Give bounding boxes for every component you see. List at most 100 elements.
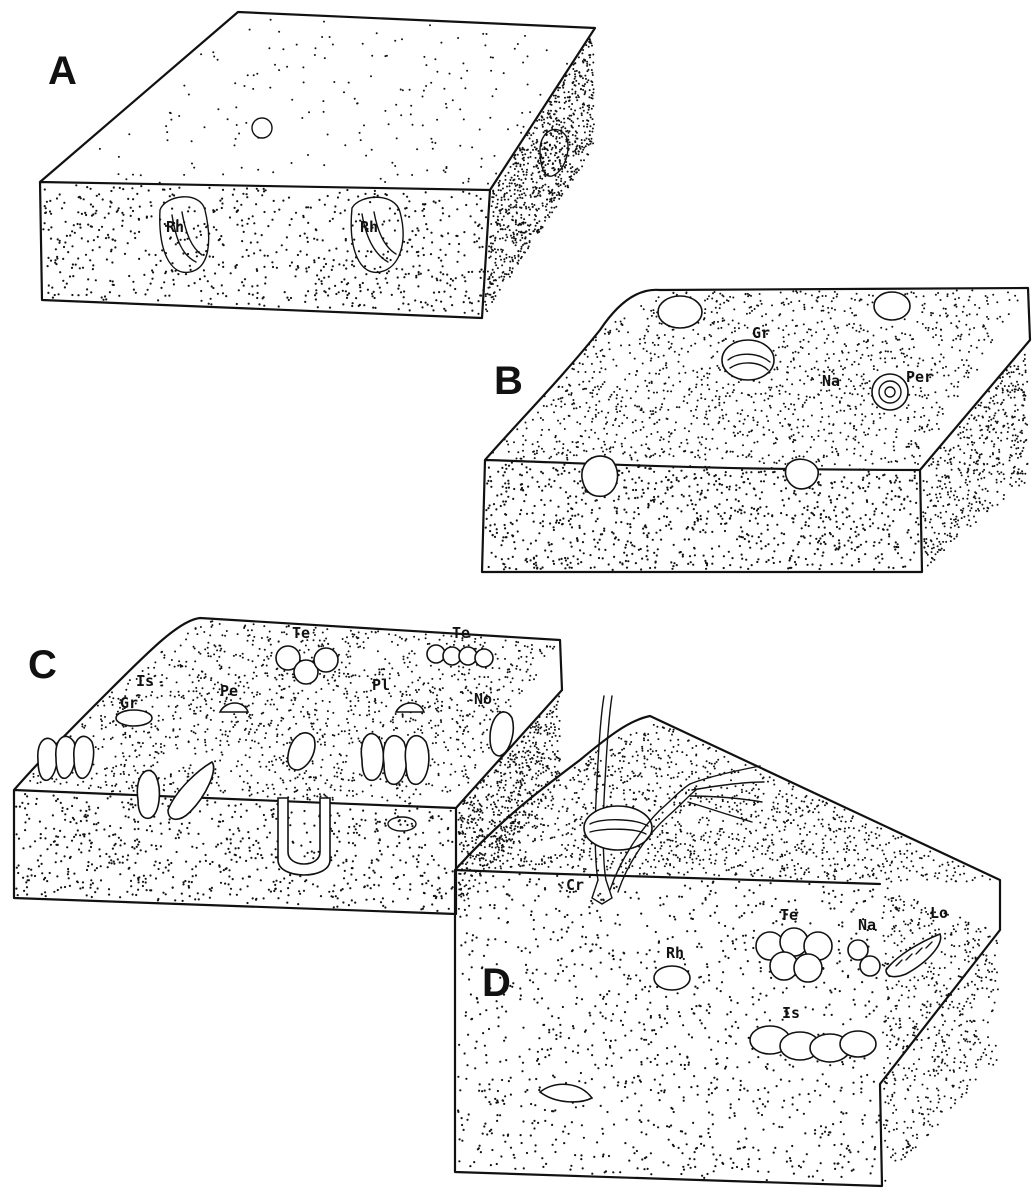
stipple-dot [242, 193, 244, 195]
stipple-dot [828, 495, 830, 497]
stipple-dot [549, 144, 551, 146]
stipple-dot [236, 303, 238, 305]
stipple-dot [932, 336, 934, 338]
stipple-dot [968, 351, 970, 353]
stipple-dot [943, 375, 945, 377]
stipple-dot [401, 38, 403, 40]
stipple-dot [700, 477, 702, 479]
stipple-dot [803, 507, 805, 509]
stipple-dot [868, 393, 870, 395]
stipple-dot [947, 462, 949, 464]
stipple-dot [794, 409, 796, 411]
stipple-dot [352, 790, 354, 792]
stipple-dot [973, 516, 975, 518]
stipple-dot [133, 289, 135, 291]
stipple-dot [307, 154, 309, 156]
stipple-dot [477, 225, 479, 227]
stipple-dot [653, 392, 655, 394]
stipple-dot [947, 534, 949, 536]
stipple-dot [105, 781, 107, 783]
stipple-dot [771, 395, 773, 397]
stipple-dot [597, 385, 599, 387]
stipple-dot [426, 228, 428, 230]
stipple-dot [334, 205, 336, 207]
stipple-dot [588, 96, 590, 98]
stipple-dot [798, 398, 800, 400]
stipple-dot [444, 171, 446, 173]
stipple-dot [107, 234, 109, 236]
stipple-dot [558, 96, 560, 98]
stipple-dot [1024, 417, 1026, 419]
stipple-dot [334, 775, 336, 777]
stipple-dot [697, 437, 699, 439]
stipple-dot [523, 456, 525, 458]
stipple-dot [668, 470, 670, 472]
stipple-dot [683, 450, 685, 452]
stipple-dot [42, 228, 44, 230]
stipple-dot [594, 566, 596, 568]
stipple-dot [495, 295, 497, 297]
stipple-dot [465, 769, 467, 771]
stipple-dot [961, 512, 963, 514]
stipple-dot [641, 421, 643, 423]
stipple-dot [521, 112, 523, 114]
stipple-dot [394, 40, 396, 42]
stipple-dot [243, 692, 245, 694]
stipple-dot [130, 230, 132, 232]
stipple-dot [1009, 376, 1011, 378]
stipple-dot [400, 114, 402, 116]
stipple-dot [446, 282, 448, 284]
stipple-dot [655, 532, 657, 534]
stipple-dot [433, 200, 435, 202]
stipple-dot [178, 770, 180, 772]
stipple-dot [828, 416, 830, 418]
stipple-dot [1021, 432, 1023, 434]
stipple-dot [494, 536, 496, 538]
stipple-dot [538, 119, 540, 121]
stipple-dot [658, 296, 660, 298]
stipple-dot [589, 134, 591, 136]
stipple-dot [163, 657, 165, 659]
stipple-dot [99, 246, 101, 248]
stipple-dot [985, 425, 987, 427]
stipple-dot [862, 446, 864, 448]
stipple-dot [845, 507, 847, 509]
stipple-dot [907, 421, 909, 423]
stipple-dot [971, 503, 973, 505]
stipple-dot [589, 554, 591, 556]
stipple-dot [884, 457, 886, 459]
stipple-dot [200, 706, 202, 708]
stipple-dot [502, 540, 504, 542]
stipple-dot [315, 283, 317, 285]
stipple-dot [930, 463, 932, 465]
stipple-dot [953, 494, 955, 496]
stipple-dot [723, 555, 725, 557]
panel-a: A Rh Rh [40, 12, 595, 318]
stipple-dot [808, 353, 810, 355]
stipple-dot [257, 292, 259, 294]
stipple-dot [1019, 431, 1021, 433]
stipple-dot [757, 523, 759, 525]
stipple-dot [968, 418, 970, 420]
stipple-dot [440, 271, 442, 273]
stipple-dot [1008, 385, 1010, 387]
stipple-dot [316, 239, 318, 241]
stipple-dot [841, 481, 843, 483]
stipple-dot [377, 630, 379, 632]
stipple-dot [563, 418, 565, 420]
stipple-dot [895, 336, 897, 338]
stipple-dot [518, 688, 520, 690]
stipple-dot [178, 694, 180, 696]
stipple-dot [931, 428, 933, 430]
stipple-dot [623, 414, 625, 416]
stipple-dot [836, 293, 838, 295]
stipple-dot [515, 162, 517, 164]
stipple-dot [979, 501, 981, 503]
stipple-dot [507, 480, 509, 482]
stipple-dot [981, 429, 983, 431]
stipple-dot [363, 124, 365, 126]
stipple-dot [647, 318, 649, 320]
stipple-dot [621, 443, 623, 445]
stipple-dot [457, 37, 459, 39]
